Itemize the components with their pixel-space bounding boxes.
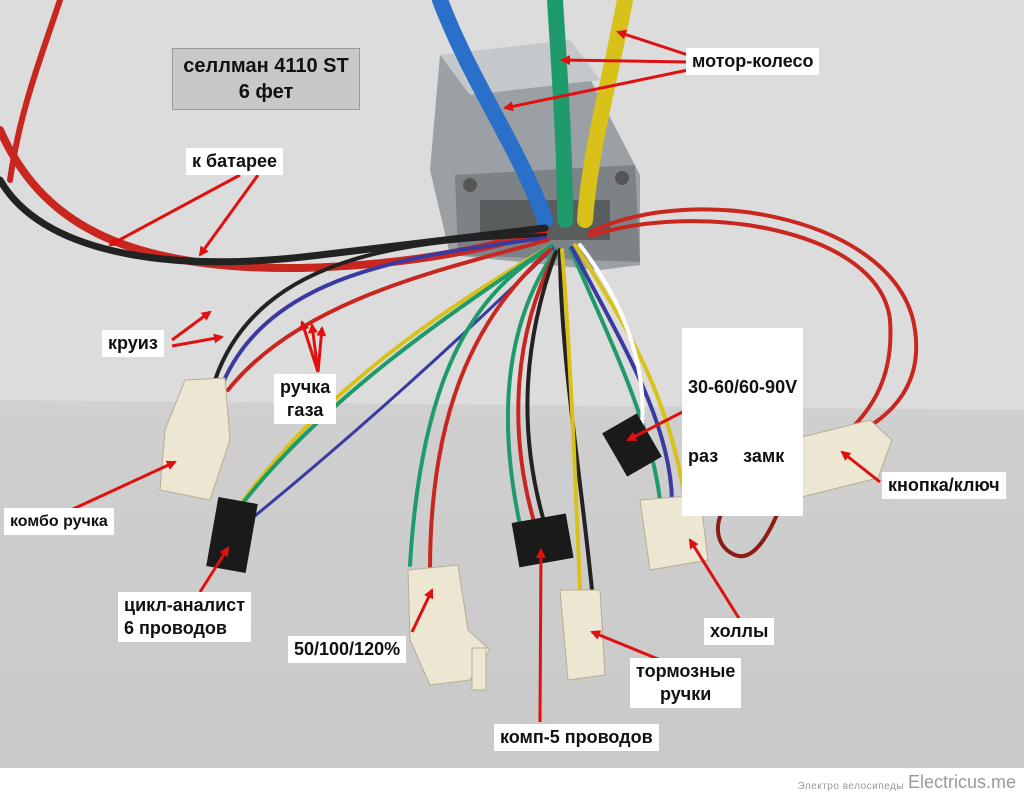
label-brake-line-1: тормозные (636, 661, 736, 681)
photo-drawing (0, 0, 1024, 723)
label-halls: холлы (704, 618, 775, 645)
label-to-battery: к батарее (186, 148, 283, 175)
label-voltage-line-1: 30-60/60-90V (688, 377, 798, 397)
label-brake-line-2: ручки (660, 684, 712, 704)
label-brake-levers: тормозные ручки (630, 658, 742, 708)
label-combo-handle: комбо ручка (4, 508, 114, 535)
label-cycle-analyst: цикл-аналист 6 проводов (118, 592, 252, 642)
label-cycle-analyst-line-1: цикл-аналист (124, 595, 246, 615)
controller-title: селлман 4110 ST 6 фет (172, 48, 360, 110)
label-voltage-line-2: раз замк (688, 446, 785, 466)
label-button-key: кнопка/ключ (882, 472, 1006, 499)
label-cruise: круиз (102, 330, 164, 357)
connectors (159, 377, 893, 691)
label-speed-mode: 50/100/120% (288, 636, 407, 663)
label-throttle-line-2: газа (286, 400, 324, 420)
motor-wires (432, 0, 633, 228)
label-comp-5: комп-5 проводов (494, 724, 659, 751)
footer-tagline: Электро велосипеды (797, 781, 904, 792)
wiring-photo: селлман 4110 ST 6 фет мотор-колесо к бат… (0, 0, 1024, 768)
title-line-2: 6 фет (238, 81, 294, 103)
footer: Электро велосипеды Electricus.me (0, 768, 1024, 798)
label-cycle-analyst-line-2: 6 проводов (124, 618, 227, 638)
label-throttle: ручка газа (274, 374, 337, 424)
title-line-1: селлман 4110 ST (183, 55, 349, 77)
label-voltage: 30-60/60-90V раз замк (682, 328, 804, 516)
footer-brand: Electricus.me (907, 772, 1016, 792)
label-motor-wheel: мотор-колесо (686, 48, 820, 75)
label-throttle-line-1: ручка (280, 377, 331, 397)
